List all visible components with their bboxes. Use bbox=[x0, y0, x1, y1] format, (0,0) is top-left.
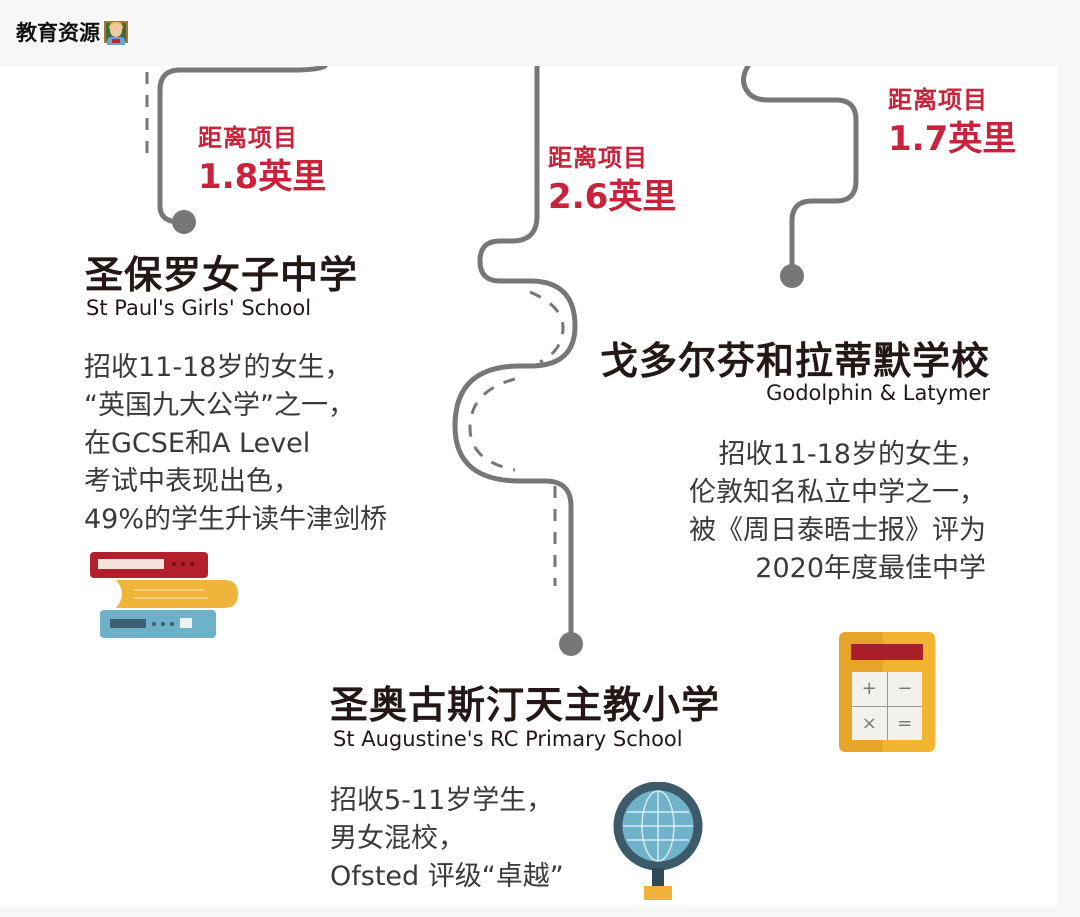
distance-label-2: 距离项目 2.6英里 bbox=[548, 144, 677, 217]
calc-times: × bbox=[852, 706, 887, 740]
calc-equals: = bbox=[887, 706, 922, 740]
teacher-emoji-icon bbox=[102, 18, 130, 46]
road-path-graphic bbox=[145, 66, 859, 656]
school-description: 招收5-11岁学生， 男女混校， Ofsted 评级“卓越” bbox=[330, 785, 564, 892]
school-name-cn: 圣奥古斯汀天主教小学 bbox=[330, 683, 721, 727]
calc-plus: + bbox=[852, 672, 887, 706]
school-description: 招收11-18岁的女生， 伦敦知名私立中学之一， 被《周日泰晤士报》评为 202… bbox=[689, 439, 986, 584]
post-title-text: 教育资源 bbox=[16, 21, 100, 45]
school-name-en: St Paul's Girls' School bbox=[86, 296, 312, 320]
post-title: 教育资源 bbox=[16, 12, 130, 52]
calc-minus: − bbox=[887, 672, 922, 706]
school-infographic: 距离项目 1.8英里 距离项目 2.6英里 距离项目 1.7英里 圣保罗女子中学… bbox=[0, 66, 1058, 906]
books-icon bbox=[90, 552, 238, 638]
school-name-cn: 戈多尔芬和拉蒂默学校 bbox=[599, 339, 990, 383]
school-name-en: St Augustine's RC Primary School bbox=[333, 727, 683, 751]
calculator-icon: + − × = bbox=[839, 632, 935, 752]
school-name-en: Godolphin & Latymer bbox=[766, 381, 990, 405]
school-description: 招收11-18岁的女生， “英国九大公学”之一， 在GCSE和A Level 考… bbox=[84, 352, 388, 535]
calculator-display bbox=[851, 644, 923, 660]
magnifier-globe-icon bbox=[613, 782, 703, 900]
school-name-cn: 圣保罗女子中学 bbox=[85, 253, 359, 297]
distance-label-3: 距离项目 1.7英里 bbox=[888, 86, 1017, 159]
distance-label-1: 距离项目 1.8英里 bbox=[198, 124, 327, 197]
